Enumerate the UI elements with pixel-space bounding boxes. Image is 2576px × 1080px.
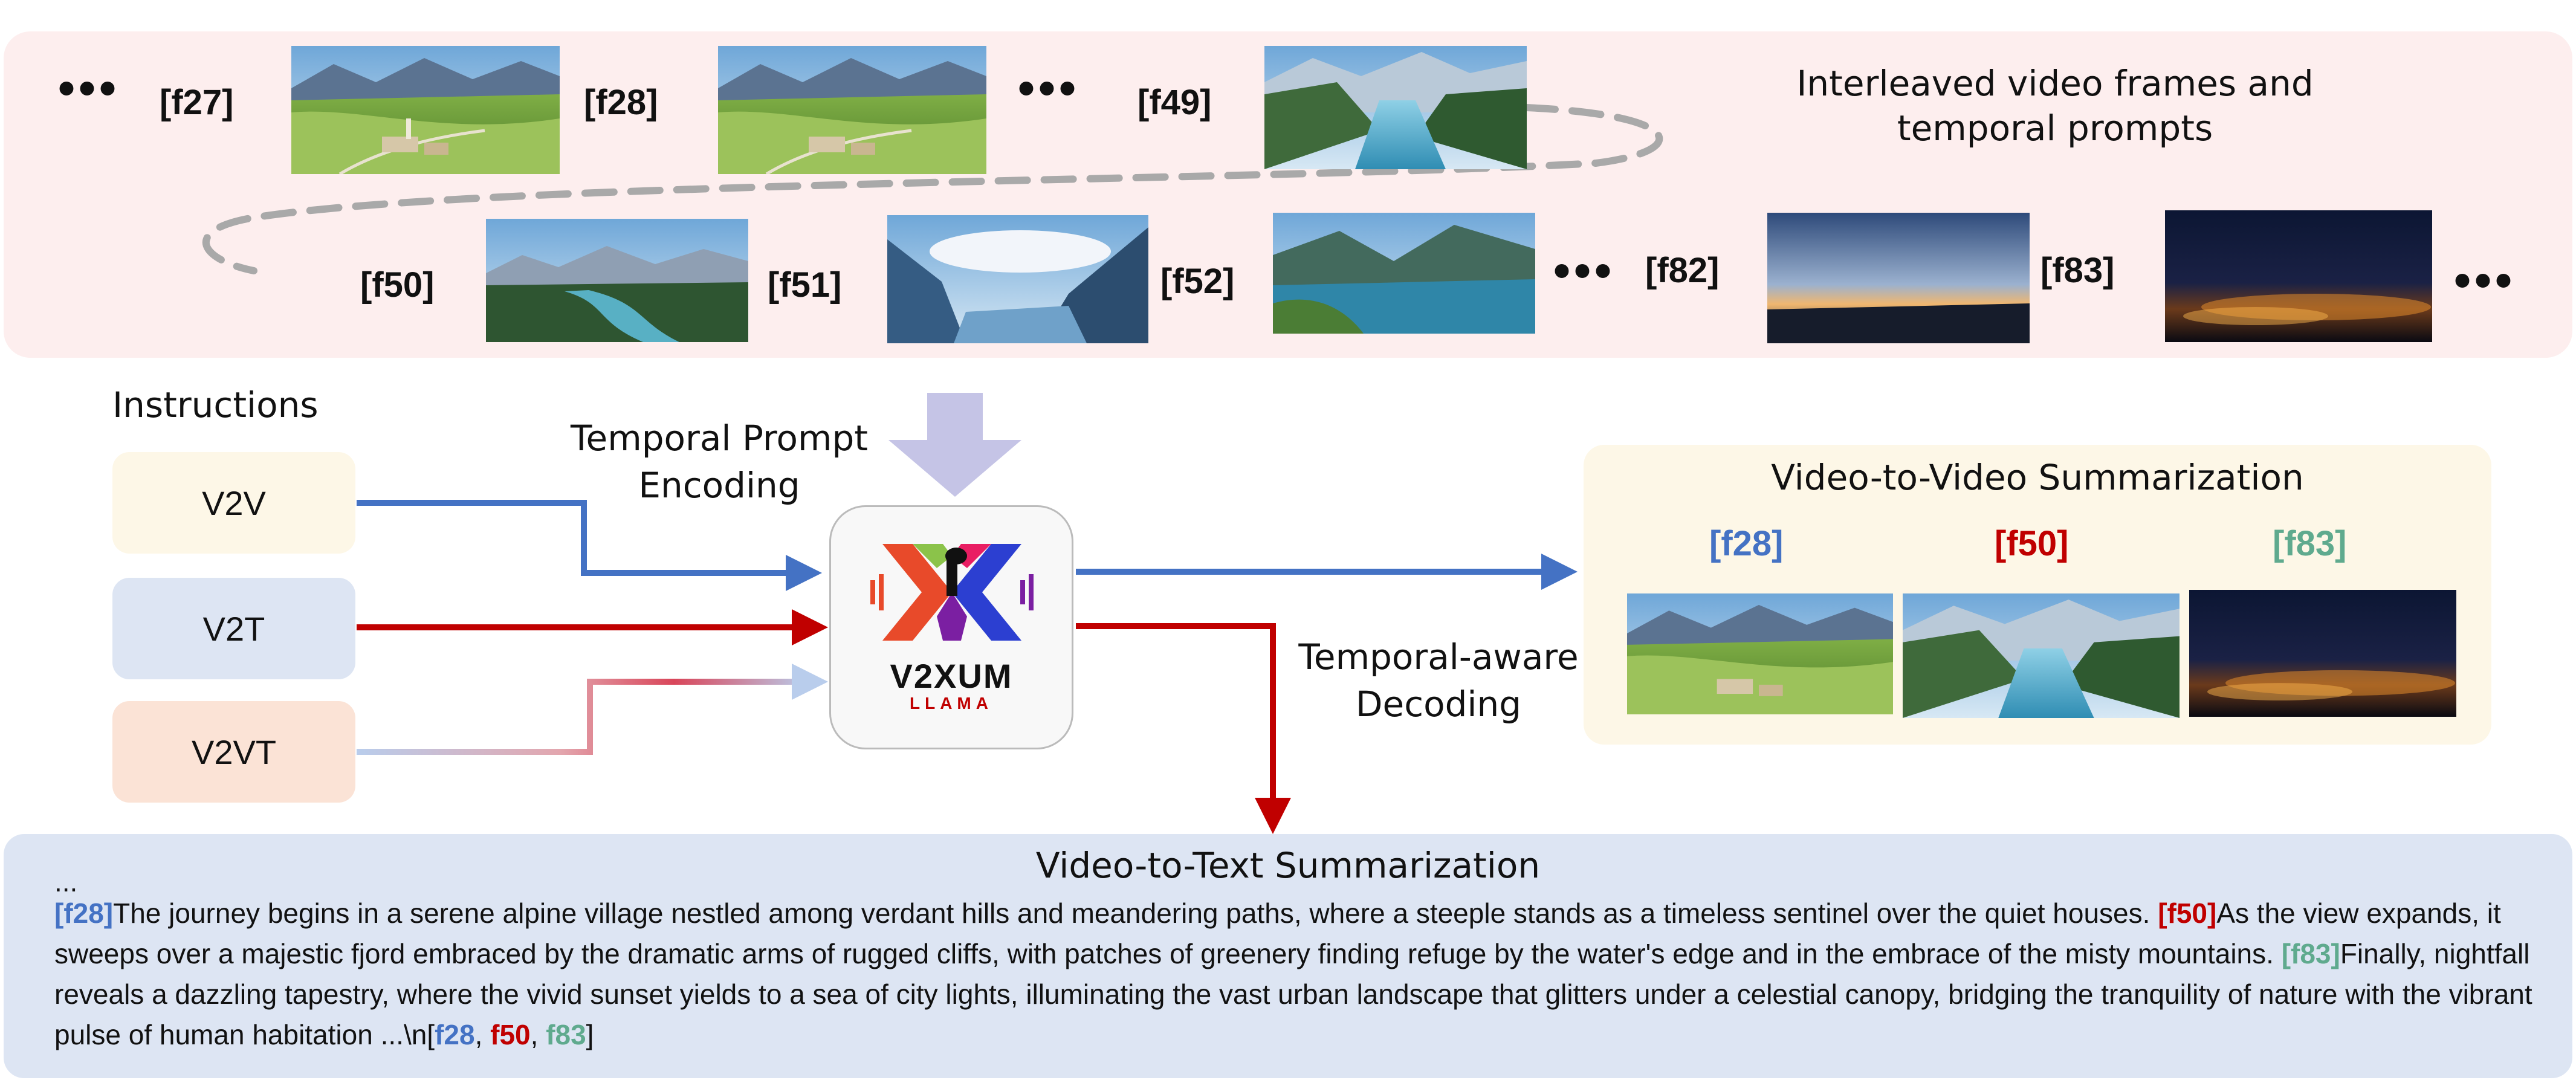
v2t-summary-title: Video-to-Text Summarization (1035, 845, 1541, 886)
v2t-sep-2: , (530, 1019, 546, 1050)
frames-panel-title-line2: temporal prompts (1897, 108, 2213, 149)
v2t-end-f83: f83 (546, 1019, 586, 1050)
v2v-summary-title: Video-to-Video Summarization (1771, 457, 2304, 498)
v2t-text-1: The journey begins in a serene alpine vi… (113, 897, 2158, 929)
frames-to-model-arrow (888, 393, 1021, 497)
decoding-label-line1: Temporal-aware (1298, 636, 1579, 677)
frame-f49-fjord (1264, 46, 1527, 169)
frame-label-f49: [f49] (1138, 83, 1212, 122)
frame-label-f83: [f83] (2040, 251, 2115, 290)
v2v-label-f50: [f50] (1995, 524, 2069, 563)
v2v-label-f28: [f28] (1709, 524, 1784, 563)
frame-f82-sunset (1767, 213, 2030, 343)
frame-sequence-connector (202, 104, 1663, 274)
instruction-v2v[interactable]: V2V (112, 452, 355, 554)
temporal-prompt-encoding-label: Temporal Prompt Encoding (532, 415, 907, 509)
leading-ellipsis: ••• (58, 61, 120, 115)
instruction-arrows (357, 500, 1578, 834)
frame-label-f52: [f52] (1160, 262, 1235, 301)
instruction-v2vt[interactable]: V2VT (112, 701, 355, 803)
v2t-tag-f28: [f28] (54, 897, 114, 929)
v2v-label-f83: [f83] (2273, 524, 2347, 563)
v2v-frame-f50 (1903, 593, 2180, 718)
decoding-label-line2: Decoding (1355, 684, 1522, 725)
v2xum-logo-icon (870, 544, 1034, 641)
encoding-label-line1: Temporal Prompt (570, 418, 869, 459)
v2t-leading-ellipsis: ... (54, 866, 78, 897)
v2t-summary-text: [f28]The journey begins in a serene alpi… (54, 893, 2545, 1055)
encoding-label-line2: Encoding (638, 465, 800, 506)
v2v-frame-f28 (1627, 593, 1893, 714)
middle-ellipsis: ••• (1018, 61, 1080, 115)
v2t-tag-f83: [f83] (2281, 938, 2340, 969)
v2t-tag-f50: [f50] (2158, 897, 2217, 929)
instruction-v2t[interactable]: V2T (112, 578, 355, 679)
temporal-aware-decoding-label: Temporal-aware Decoding (1275, 633, 1602, 728)
frame-f28-alpine-village (291, 46, 560, 174)
logo-text: V2XUM (890, 657, 1013, 695)
frame-label-f51: [f51] (768, 265, 842, 305)
v2t-end-f50: f50 (490, 1019, 531, 1050)
v2t-text-3: Finally, nightfall reveals a dazzling ta… (54, 938, 2532, 1050)
frame-label-f28: [f28] (584, 83, 658, 122)
instructions-heading: Instructions (112, 384, 319, 425)
trailing-ellipsis: ••• (2454, 253, 2516, 307)
frame-f51-mountain-cliffs (887, 215, 1148, 343)
v2t-summary-panel (4, 834, 2572, 1078)
row2-ellipsis: ••• (1553, 244, 1616, 297)
v2t-end-f28: f28 (435, 1019, 475, 1050)
frames-panel-title-line1: Interleaved video frames and (1796, 63, 2314, 104)
frame-label-f50: [f50] (360, 265, 435, 305)
frame-label-f27: [f27] (160, 83, 234, 122)
frame-f28-alpine-village-copy (718, 46, 986, 174)
v2v-frame-f83 (2189, 590, 2456, 717)
v2t-close: ] (586, 1019, 594, 1050)
v2t-text-2: As the view expands, it sweeps over a ma… (54, 897, 2501, 969)
frame-label-f82: [f82] (1645, 251, 1720, 290)
frame-f50-river-valley (486, 219, 748, 342)
frame-f83-city-night (2165, 210, 2432, 342)
v2t-sep-1: , (474, 1019, 491, 1050)
frame-f52-lake (1273, 213, 1535, 334)
logo-subtext: LLAMA (910, 694, 993, 713)
